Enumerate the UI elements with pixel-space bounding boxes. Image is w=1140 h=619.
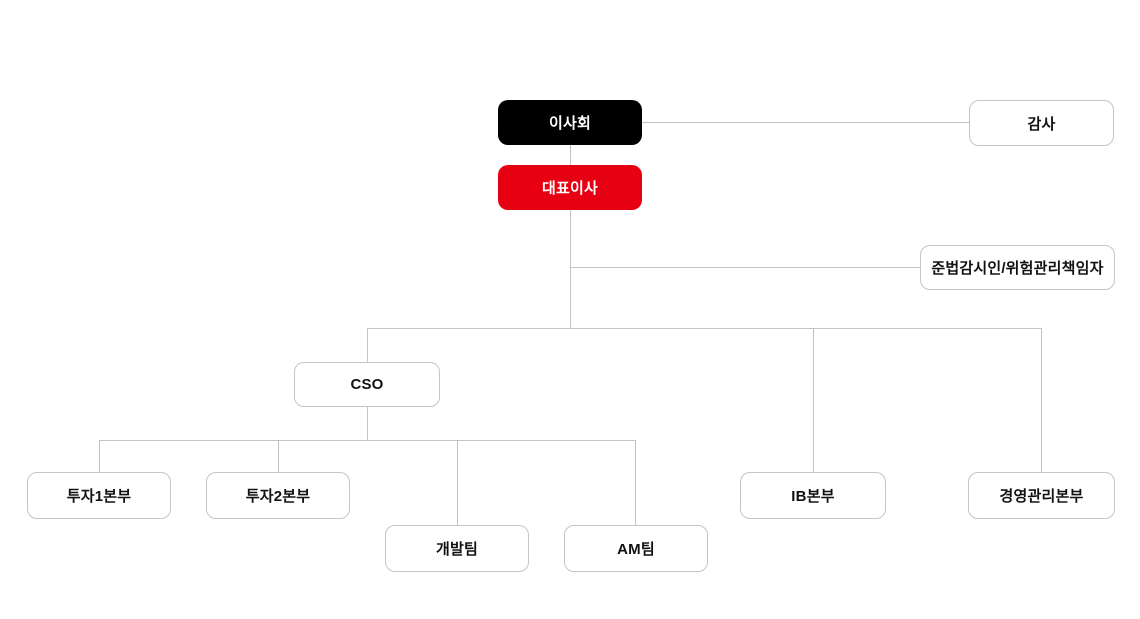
org-node-am-label: AM팀 [617,541,655,558]
org-node-compliance-label: 준법감시인/위험관리책임자 [931,260,1104,277]
org-node-am: AM팀 [564,525,708,572]
connector-cso-trunk [367,407,368,440]
connector-bus-cso [367,328,368,362]
org-node-cso: CSO [294,362,440,407]
org-node-auditor-label: 감사 [1027,115,1056,133]
org-node-auditor: 감사 [969,100,1114,146]
org-node-mgmt-label: 경영관리본부 [999,488,1084,505]
connector-bus-ib [813,328,814,472]
connector-ceo-trunk [570,210,571,328]
connector-bus-am [635,440,636,525]
org-node-ib-label: IB본부 [791,488,835,505]
org-node-compliance: 준법감시인/위험관리책임자 [920,245,1115,290]
org-node-cso-label: CSO [350,376,384,393]
org-node-board: 이사회 [498,100,642,145]
org-node-board-label: 이사회 [548,115,591,132]
org-node-mgmt: 경영관리본부 [968,472,1115,519]
connector-ceo-compliance [570,267,920,268]
connector-cso-bus [99,440,635,441]
connector-board-ceo [570,145,571,165]
org-node-ib: IB본부 [740,472,886,519]
org-node-invest2-label: 투자2본부 [245,488,311,505]
connector-board-auditor [642,122,969,123]
org-node-invest1-label: 투자1본부 [66,488,132,505]
org-node-invest1: 투자1본부 [27,472,171,519]
connector-level4-bus [367,328,1041,329]
connector-bus-mgmt [1041,328,1042,472]
org-node-dev: 개발팀 [385,525,529,572]
org-node-ceo: 대표이사 [498,165,642,210]
connector-bus-invest2 [278,440,279,472]
connector-bus-dev [457,440,458,525]
connector-bus-invest1 [99,440,100,472]
org-node-dev-label: 개발팀 [435,541,478,558]
org-node-ceo-label: 대표이사 [541,180,598,197]
org-node-invest2: 투자2본부 [206,472,350,519]
